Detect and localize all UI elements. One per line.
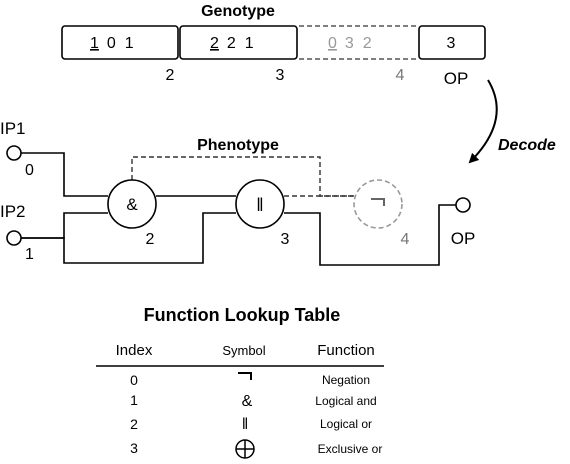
negation-icon <box>371 198 385 206</box>
wire-ip1-and <box>21 152 108 197</box>
wire-or-op <box>284 204 457 266</box>
gene-box-3-faded <box>299 25 417 60</box>
node-and <box>107 179 157 229</box>
gene-2-position: 3 <box>276 67 285 84</box>
phenotype-wires <box>21 152 457 266</box>
decode-arrow <box>468 79 498 164</box>
output-gene-box <box>418 25 486 60</box>
genotype-output-label: OP <box>444 69 469 88</box>
node-and-index: 2 <box>146 231 155 248</box>
node-and-symbol: & <box>126 195 138 214</box>
lookup-table-title: Function Lookup Table <box>144 305 341 325</box>
node-or-index: 3 <box>281 231 290 248</box>
table-row-1-symbol: & <box>242 393 253 410</box>
node-not-index: 4 <box>401 231 410 248</box>
table-row-2-symbol: ‖ <box>242 416 249 433</box>
table-row-3-index: 3 <box>130 440 138 456</box>
wire-ip2-or <box>21 212 236 264</box>
table-row-0-function: Negation <box>322 373 370 387</box>
table-row-3-function: Exclusive or <box>318 442 383 456</box>
negation-symbol-icon <box>238 372 252 380</box>
gene-1-position: 2 <box>166 67 175 84</box>
lookup-table: Index Symbol Function 0 Negation 1 & Log… <box>96 342 384 459</box>
node-or <box>235 179 285 229</box>
table-row-2-index: 2 <box>130 416 138 432</box>
gene-box-2 <box>179 25 298 60</box>
input-index-ip1: 0 <box>25 162 34 179</box>
gene-1-function-index: 1 <box>90 35 99 52</box>
input-terminal-ip2 <box>6 230 22 246</box>
wire-ip2-and <box>21 212 108 239</box>
table-header-function: Function <box>317 342 375 359</box>
input-label-ip2: IP2 <box>0 202 26 221</box>
output-terminal <box>455 197 471 213</box>
output-gene: 3 <box>447 35 456 52</box>
input-label-ip1: IP1 <box>0 119 26 138</box>
table-header-symbol: Symbol <box>222 343 265 358</box>
table-row-0-index: 0 <box>130 372 138 388</box>
input-index-ip2: 1 <box>25 246 34 263</box>
node-or-symbol: ‖ <box>256 195 263 215</box>
gene-2-function-index: 2 <box>210 35 219 52</box>
xor-symbol-icon <box>235 439 255 459</box>
node-not-faded <box>353 179 403 229</box>
table-row-1-index: 1 <box>130 392 138 408</box>
phenotype-faded-wires <box>131 156 354 197</box>
decode-label: Decode <box>498 137 556 154</box>
genotype-title: Genotype <box>201 3 275 20</box>
phenotype-output-label: OP <box>451 229 476 248</box>
table-row-2-function: Logical or <box>320 417 372 431</box>
faded-wire-and-not <box>131 156 354 197</box>
input-terminal-ip1 <box>6 145 22 161</box>
phenotype-title: Phenotype <box>197 137 279 154</box>
table-row-1-function: Logical and <box>315 394 376 408</box>
gene-3-function-index: 0 <box>328 35 337 52</box>
gene-3-position: 4 <box>396 67 405 84</box>
gene-box-1 <box>61 25 179 60</box>
table-header-index: Index <box>116 342 153 359</box>
